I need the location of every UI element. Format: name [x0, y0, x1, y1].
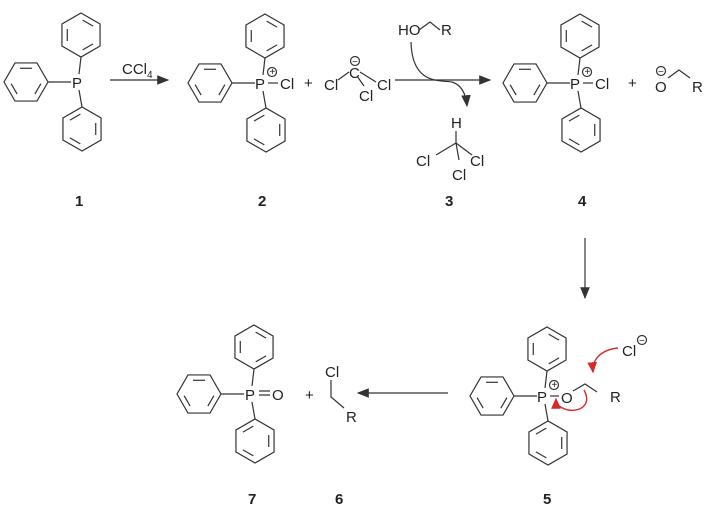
- atom-o: O: [655, 79, 667, 96]
- atom-p-4: P: [570, 76, 580, 93]
- atom-p-7: P: [245, 387, 255, 404]
- compound-label-1: 1: [75, 193, 83, 210]
- charge-negative: −: [658, 67, 664, 78]
- atom-r: R: [610, 389, 621, 406]
- atom-cl: Cl: [377, 77, 391, 94]
- atom-p-2: P: [255, 76, 265, 93]
- compound-label-7: 7: [248, 491, 256, 508]
- atom-o: O: [561, 390, 573, 407]
- charge-positive: +: [552, 380, 558, 391]
- atom-r: R: [692, 79, 703, 96]
- compound-label-4: 4: [578, 193, 587, 210]
- atom-h: H: [451, 115, 462, 132]
- atom-cl: Cl: [280, 76, 294, 93]
- atom-cl: Cl: [470, 153, 484, 170]
- charge-positive: +: [585, 67, 591, 78]
- compound-label-2: 2: [258, 193, 266, 210]
- charge-negative: −: [639, 336, 645, 347]
- electron-arrow-2: [551, 389, 588, 412]
- atom-cl: Cl: [416, 153, 430, 170]
- compound-label-6: 6: [335, 491, 343, 508]
- atom-cl: Cl: [324, 77, 338, 94]
- electron-arrow-1: [587, 347, 619, 374]
- charge-positive: +: [270, 67, 276, 78]
- compound-label-3: 3: [445, 193, 453, 210]
- compound-label-5: 5: [543, 491, 551, 508]
- atom-cl: Cl: [595, 76, 609, 93]
- hydroxyl: HO: [398, 22, 421, 39]
- phenyl-rings: [3, 12, 601, 466]
- phenyl-ring-left: [3, 62, 49, 102]
- atom-r: R: [441, 22, 452, 39]
- atom-p-5: P: [537, 389, 547, 406]
- phenyl-ring-left: [176, 374, 222, 414]
- atom-p-1: P: [72, 75, 82, 92]
- atom-c: C: [349, 65, 360, 82]
- atom-cl: Cl: [452, 167, 466, 184]
- plus-sign: +: [628, 75, 637, 92]
- atom-cl: Cl: [325, 364, 339, 381]
- phenyl-ring-left: [502, 63, 548, 103]
- phenyl-ring-left: [469, 376, 515, 416]
- reagent-ccl4: CCl4: [122, 61, 153, 81]
- charge-negative: −: [352, 57, 358, 68]
- atom-o: O: [272, 387, 284, 404]
- atom-r: R: [346, 409, 357, 426]
- atom-cl: Cl: [359, 88, 373, 105]
- phenyl-ring-left: [187, 63, 233, 103]
- plus-sign: +: [304, 75, 313, 92]
- atom-cl-anion: Cl: [622, 343, 636, 360]
- curved-arrow: [410, 41, 471, 108]
- plus-sign: +: [305, 387, 314, 404]
